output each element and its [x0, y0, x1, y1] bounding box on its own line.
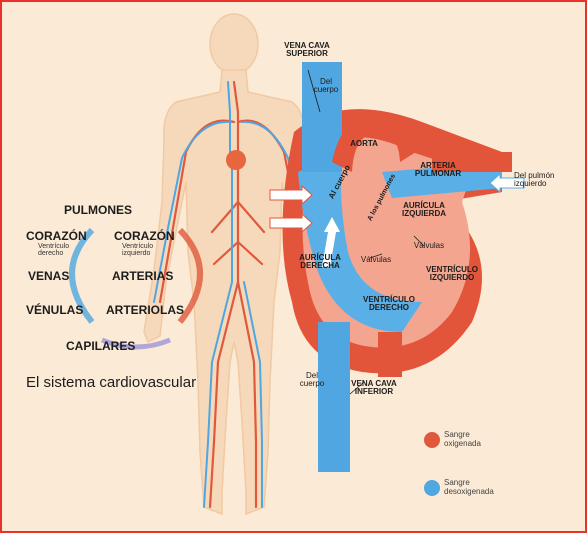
label-vena-cava-inferior: VENA CAVA INFERIOR [342, 380, 406, 397]
label-pulmones: PULMONES [64, 204, 132, 216]
label-arterias: ARTERIAS [112, 270, 173, 282]
label-ventriculo-derecho: Ventrículo derecho [38, 243, 82, 258]
body-heart [226, 150, 246, 170]
label-del-pulmon-izquierdo: Del pulmón izquierdo [514, 172, 568, 189]
label-venas: VENAS [28, 270, 69, 282]
label-del-cuerpo-bottom: Del cuerpo [294, 372, 330, 389]
label-venulas: VÉNULAS [26, 304, 83, 316]
label-arteriolas: ARTERIOLAS [106, 304, 184, 316]
label-ventriculo-izquierdo: Ventrículo izquierdo [122, 243, 168, 258]
label-ventriculo-derecho-heart: VENTRÍCULO DERECHO [358, 296, 420, 313]
label-arteria-pulmonar: ARTERIA PULMONAR [410, 162, 466, 179]
label-valvulas-right: Válvulas [406, 242, 452, 250]
label-vena-cava-superior: VENA CAVA SUPERIOR [274, 42, 340, 59]
label-auricula-izquierda: AURÍCULA IZQUIERDA [394, 202, 454, 219]
legend-oxygenated-label: Sangre oxigenada [444, 430, 504, 448]
label-valvulas-left: Válvulas [354, 256, 398, 264]
label-auricula-derecha: AURÍCULA DERECHA [294, 254, 346, 271]
legend-deoxygenated-label: Sangre desoxigenada [444, 478, 518, 496]
page-title: El sistema cardiovascular [26, 374, 196, 391]
legend-deoxygenated-swatch [424, 480, 440, 496]
legend-oxygenated-swatch [424, 432, 440, 448]
label-capilares: CAPILARES [66, 340, 135, 352]
label-ventriculo-izquierdo-heart: VENTRÍCULO IZQUIERDO [416, 266, 488, 283]
label-del-cuerpo-top: Del cuerpo [308, 78, 344, 95]
label-aorta: AORTA [344, 140, 384, 148]
label-corazon-left: CORAZÓN [26, 230, 87, 242]
label-corazon-right: CORAZÓN [114, 230, 175, 242]
